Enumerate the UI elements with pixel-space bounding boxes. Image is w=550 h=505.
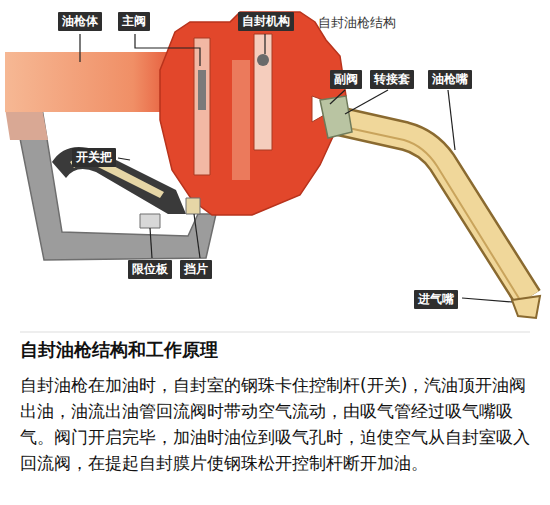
leader-line [194, 214, 200, 258]
part-name: 油枪嘴 [432, 72, 468, 87]
leader-line [264, 34, 265, 54]
part-name: 进气嘴 [418, 292, 454, 307]
part-name: 转接套 [374, 72, 410, 87]
stop-piece [186, 198, 200, 214]
self-seal-mechanism [254, 34, 272, 150]
part-name: 主阀 [122, 14, 146, 29]
main-valve-stem [198, 70, 206, 110]
leader-line [448, 90, 455, 150]
leader-line [150, 228, 152, 258]
part-label: 油枪体 [58, 12, 102, 31]
spout-tip [512, 296, 540, 318]
part-label: 限位板 [128, 260, 172, 279]
leader-line [330, 90, 345, 104]
leader-line [118, 158, 130, 160]
adapter-sleeve [320, 96, 352, 138]
part-label: 主阀 [118, 12, 150, 31]
part-name: 副阀 [334, 72, 358, 87]
part-label: 开关把 [72, 148, 116, 167]
part-label: 转接套 [370, 70, 414, 89]
part-name: 限位板 [132, 262, 168, 277]
gun-body [160, 12, 346, 215]
part-label: 副阀 [330, 70, 362, 89]
part-label: 油枪嘴 [428, 70, 472, 89]
spout-channel [330, 124, 520, 300]
part-label: 进气嘴 [414, 290, 458, 309]
trigger-lever [52, 147, 186, 214]
caption: 自封油枪在加油时，自封室的钢珠卡住控制杆(开关)，汽油顶开油阀出油，油流出油管回… [20, 372, 532, 476]
limit-plate [140, 214, 160, 228]
part-name: 油枪体 [62, 14, 98, 29]
body-channel [232, 60, 250, 180]
part-label: 自封机构 [238, 12, 294, 31]
leader-line [135, 34, 200, 66]
part-name: 自封机构 [242, 14, 290, 29]
spout [325, 118, 528, 298]
part-label: 挡片 [180, 260, 212, 279]
main-valve [194, 38, 210, 175]
part-name: 挡片 [184, 262, 208, 277]
separator [20, 332, 530, 333]
steel-ball [257, 54, 269, 66]
leader-line [79, 34, 80, 62]
leader-line [345, 90, 388, 114]
figure-title: 自封油枪结构 [318, 14, 396, 32]
handle-back [5, 108, 48, 140]
part-name: 开关把 [76, 150, 112, 165]
heading: 自封油枪结构和工作原理 [20, 338, 218, 362]
leader-line [462, 298, 512, 302]
spout-outline [325, 118, 528, 298]
